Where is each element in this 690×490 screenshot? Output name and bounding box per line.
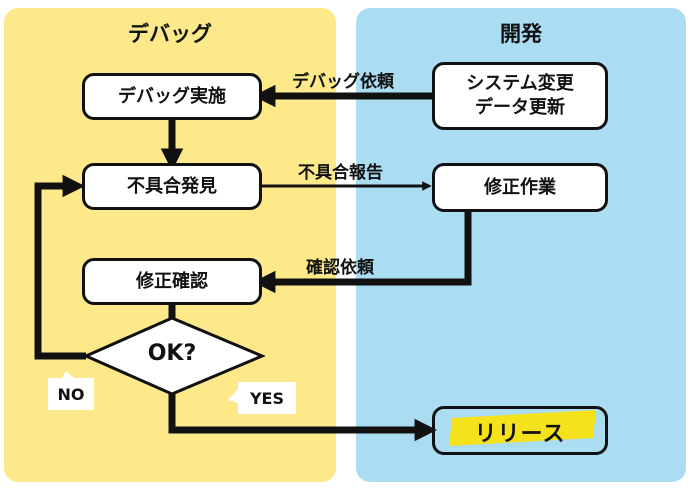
fix-confirm-label: 修正確認: [136, 270, 208, 292]
confirm-request-label: 確認依頼: [306, 258, 374, 278]
system-change-label-line2: データ更新: [475, 97, 565, 118]
debug-request-label: デバッグ依頼: [292, 72, 394, 92]
decision-label: OK?: [147, 341, 197, 366]
release-highlight: [449, 410, 596, 446]
no-badge-tail: [62, 371, 74, 378]
decision-diamond: [82, 316, 266, 396]
fix-work-box: 修正作業: [432, 163, 608, 212]
debug-lane-title: デバッグ: [128, 22, 212, 46]
bug-found-box: 不具合発見: [82, 163, 262, 210]
release-label: リリース: [474, 422, 566, 447]
confirm-request-arrow: [253, 212, 472, 294]
no-badge: NO: [48, 378, 94, 410]
debug-exec-label: デバッグ実施: [118, 85, 226, 107]
release-box: [432, 406, 608, 455]
fix-work-label: 修正作業: [484, 176, 556, 198]
fix-confirm-box: 修正確認: [82, 258, 262, 305]
system-change-box: システム変更 データ更新: [432, 62, 608, 130]
debug-exec-box: デバッグ実施: [82, 73, 262, 120]
system-change-label-line1: システム変更: [466, 73, 574, 94]
bug-report-label: 不具合報告: [298, 163, 383, 183]
yes-arrow: [168, 394, 437, 442]
no-loop-arrow: [34, 174, 86, 360]
yes-badge: YES: [238, 382, 296, 414]
yes-badge-tail: [228, 389, 238, 403]
dev-lane-title: 開発: [500, 22, 542, 46]
bug-found-label: 不具合発見: [127, 175, 217, 197]
